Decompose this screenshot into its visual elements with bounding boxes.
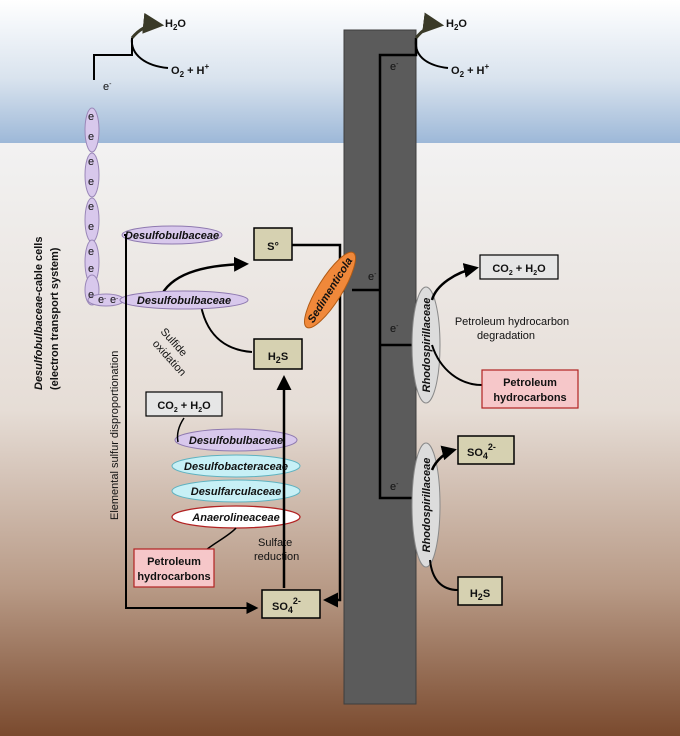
- wire-s0-to-so4: [292, 243, 342, 608]
- right-o2-curve: [414, 39, 449, 69]
- box-petroleum-right: [481, 369, 579, 409]
- curve-petroleum-to-stack: [205, 527, 237, 551]
- oval-desulfobacteraceae: [171, 454, 301, 478]
- arrow-to-so4-right: [430, 445, 457, 471]
- oval-desulfarculaceae: [171, 479, 301, 503]
- right-h2o-arrow: [414, 12, 445, 39]
- box-co2-left: [145, 391, 223, 417]
- left-h2o-label: H2O: [165, 18, 186, 32]
- svg-text:e: e: [88, 111, 94, 123]
- right-top-electron: e-: [390, 61, 399, 73]
- curve-h2s-right: [429, 559, 459, 591]
- left-o2-label: O2 + H+: [171, 62, 210, 79]
- right-lower-electron: e-: [390, 481, 399, 493]
- oval-desulfobulbaceae-stack-label: Desulfobulbaceae: [189, 435, 283, 447]
- wire-right-lower: [378, 290, 416, 500]
- oval-desulfarculaceae-label: Desulfarculaceae: [191, 486, 282, 498]
- oval-desulfobulbaceae-top-label: Desulfobulbaceae: [125, 230, 219, 242]
- oval-desulfobulbaceae-top: [121, 225, 223, 245]
- box-petroleum-left-line1: Petroleum: [147, 556, 201, 568]
- svg-text:e: e: [88, 221, 94, 233]
- oval-anaerolineaceae-label: Anaerolineaceae: [191, 512, 279, 524]
- oval-rhodospirillaceae-1: [411, 286, 441, 404]
- curve-stack-to-co2: [176, 417, 185, 443]
- oval-rhodospirillaceae-1-label: Rhodospirillaceae: [421, 298, 433, 393]
- svg-text:e: e: [88, 263, 94, 275]
- svg-text:e-: e-: [98, 294, 106, 306]
- wire-disproportionation: [124, 234, 259, 614]
- oval-desulfobulbaceae-mid-label: Desulfobulbaceae: [137, 295, 231, 307]
- box-co2-left-label: CO2 + H2O: [157, 400, 211, 414]
- svg-text:e-: e-: [110, 294, 118, 306]
- oval-sedimenticola: [304, 251, 356, 329]
- svg-text:e: e: [88, 156, 94, 168]
- box-h2s-left-label: H2S: [268, 351, 288, 365]
- cable-top-electron: e-: [103, 81, 112, 93]
- curve-petroleum-right: [431, 344, 483, 386]
- right-o2-label: O2 + H+: [451, 62, 490, 79]
- cable-label-line1: Desulfobulbaceae-cable cells: [33, 237, 45, 390]
- arrow-to-co2-right: [430, 263, 479, 301]
- box-so4-right: [457, 435, 515, 465]
- box-h2s-right: [457, 576, 503, 606]
- curve-from-h2s: [199, 299, 253, 353]
- box-h2s-left: [253, 338, 303, 370]
- svg-text:e: e: [88, 289, 94, 301]
- label-elemental-sulfur: Elemental sulfur disproportionation: [109, 351, 121, 520]
- box-petroleum-right-line1: Petroleum: [503, 377, 557, 389]
- cable-cells: e e e e e e e e e e- e-: [84, 107, 125, 307]
- box-co2-right-label: CO2 + H2O: [492, 263, 546, 277]
- cable-label-line2: (electron transport system): [49, 247, 61, 390]
- oval-desulfobacteraceae-label: Desulfobacteraceae: [184, 461, 288, 473]
- box-s0-label: S°: [267, 241, 279, 253]
- oval-desulfobulbaceae-stack: [174, 428, 298, 452]
- box-h2s-right-label: H2S: [470, 588, 490, 602]
- svg-text:e: e: [88, 246, 94, 258]
- box-co2-right: [479, 254, 559, 280]
- label-reduction: reduction: [254, 551, 299, 563]
- cable-top-wire: [93, 38, 133, 80]
- oval-rhodospirillaceae-2: [411, 442, 441, 568]
- right-mid-electron: e-: [390, 323, 399, 335]
- sedimenticola-electron: e-: [368, 271, 377, 283]
- left-h2o-arrow: [130, 12, 165, 39]
- box-so4-left: [261, 589, 321, 619]
- box-petroleum-left: [133, 548, 215, 588]
- label-sulfate: Sulfate: [258, 537, 292, 549]
- label-petroleum-degradation-2: degradation: [477, 330, 535, 342]
- box-petroleum-left-line2: hydrocarbons: [137, 571, 210, 583]
- right-h2o-label: H2O: [446, 18, 467, 32]
- box-petroleum-right-line2: hydrocarbons: [493, 392, 566, 404]
- water-layer: [0, 0, 680, 143]
- oval-rhodospirillaceae-2-label: Rhodospirillaceae: [421, 458, 433, 553]
- label-petroleum-degradation-1: Petroleum hydrocarbon: [455, 316, 569, 328]
- svg-text:e: e: [88, 201, 94, 213]
- svg-text:e: e: [88, 131, 94, 143]
- svg-text:e: e: [88, 176, 94, 188]
- oval-desulfobulbaceae-mid: [119, 290, 249, 310]
